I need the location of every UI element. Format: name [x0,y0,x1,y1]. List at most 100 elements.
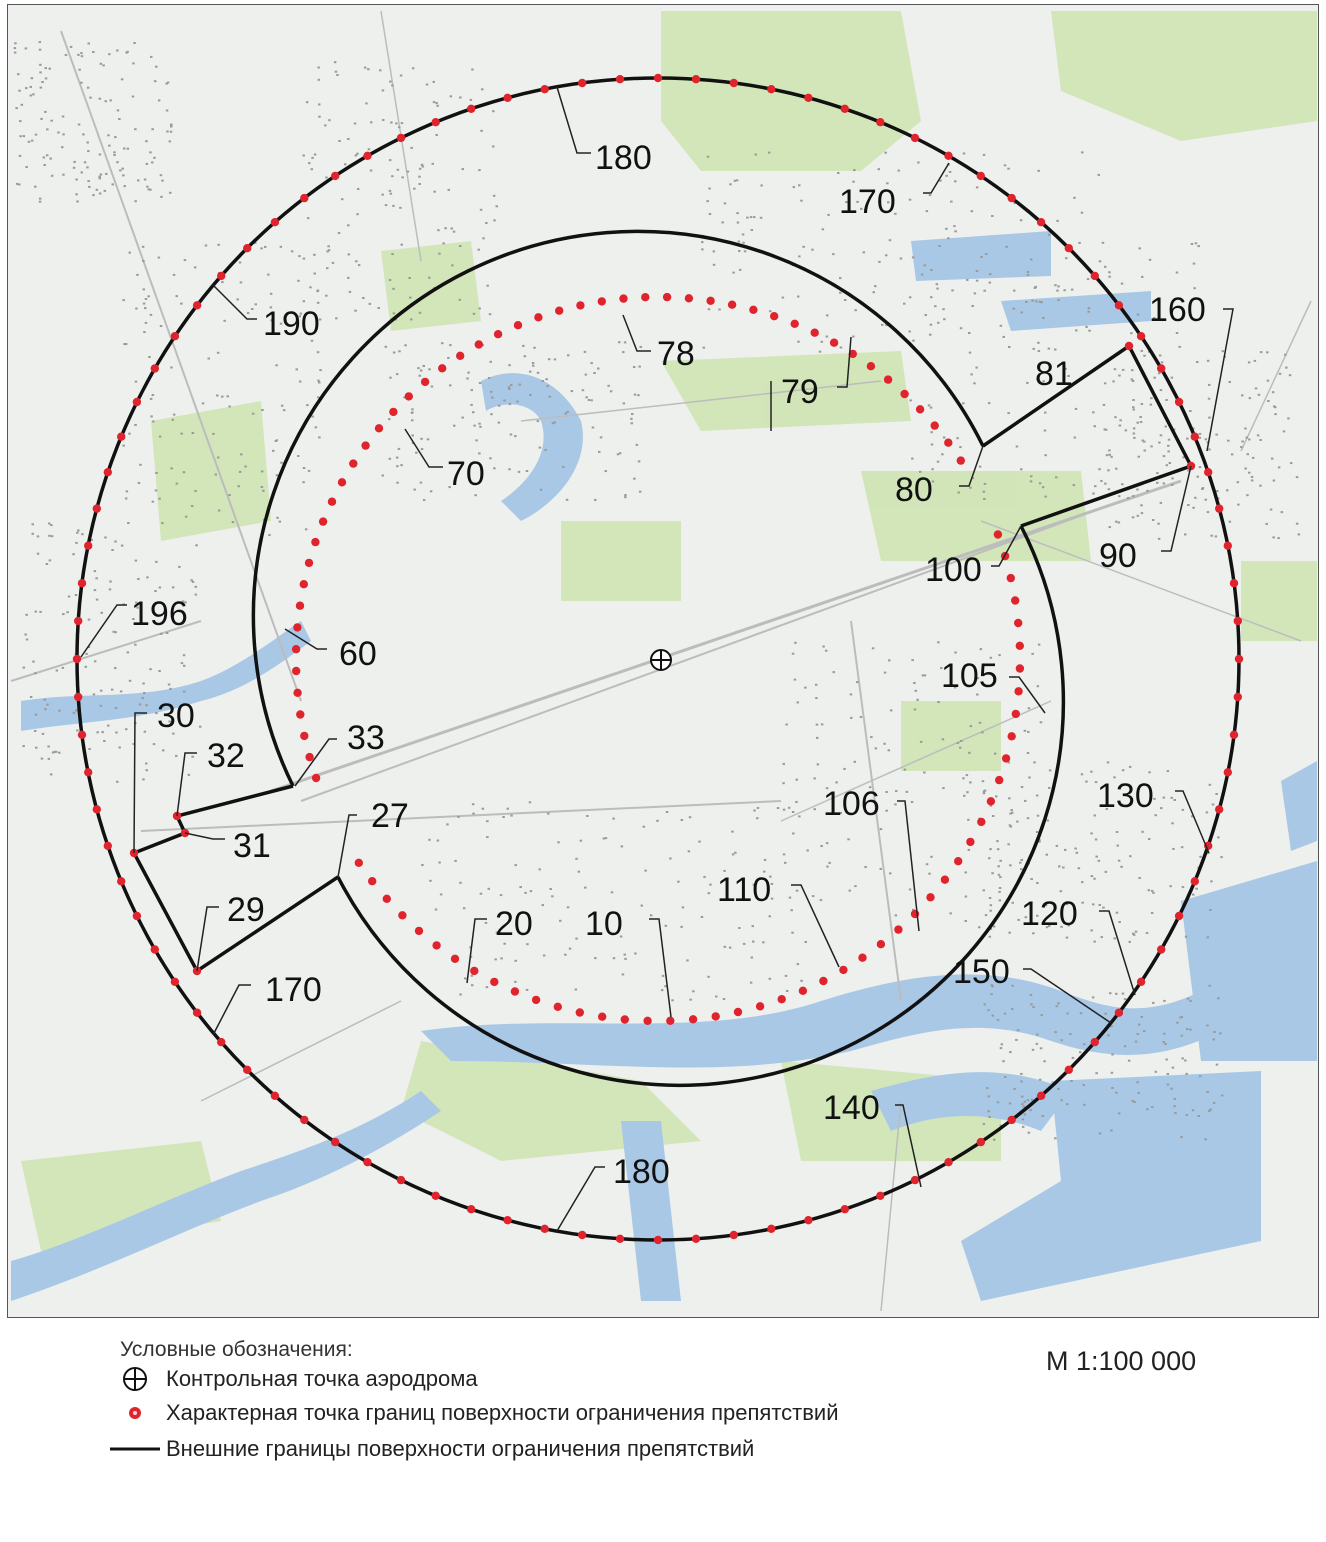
settlement-mark [17,73,20,76]
settlement-mark [956,741,960,744]
settlement-mark [997,865,1000,868]
settlement-mark [485,222,488,224]
settlement-mark [1295,522,1299,525]
settlement-mark [1211,803,1215,806]
settlement-mark [447,356,450,359]
characteristic-point [503,93,512,103]
settlement-mark [1032,932,1035,935]
settlement-mark [116,780,119,783]
characteristic-point [1157,945,1166,954]
settlement-mark [1108,453,1111,456]
settlement-mark [768,915,771,918]
settlement-mark [1182,456,1185,459]
settlement-mark [1079,1012,1083,1015]
settlement-mark [811,248,814,251]
settlement-mark [1189,1028,1192,1031]
settlement-mark [1164,1043,1167,1045]
characteristic-point [553,1002,562,1011]
settlement-mark [991,872,994,875]
settlement-mark [221,281,224,284]
characteristic-point [615,1234,625,1244]
settlement-mark [1165,1058,1168,1061]
settlement-mark [919,740,923,743]
map-canvas: 180 170 190 160 78 79 81 70 80 90 100 19… [8,5,1318,1317]
settlement-mark [923,771,926,774]
settlement-mark [119,169,122,172]
settlement-mark [165,82,168,85]
characteristic-point [74,692,83,702]
settlement-mark [170,366,173,369]
characteristic-point [1090,271,1100,281]
characteristic-point [368,877,377,886]
settlement-mark [180,302,183,305]
characteristic-point [977,817,986,827]
settlement-mark [1186,1028,1189,1030]
settlement-mark [911,659,914,662]
settlement-mark [586,815,589,817]
settlement-mark [1105,808,1109,810]
settlement-mark [1120,783,1124,786]
characteristic-point [192,301,202,310]
settlement-mark [58,709,61,712]
settlement-mark [1241,440,1244,443]
characteristic-point [840,1205,849,1214]
settlement-mark [175,482,179,485]
settlement-mark [988,281,992,284]
settlement-mark [962,152,966,155]
settlement-mark [98,192,102,195]
settlement-mark [1158,354,1162,357]
settlement-mark [1140,1016,1143,1018]
settlement-mark [1074,407,1078,410]
settlement-mark [1026,752,1030,754]
settlement-mark [1100,479,1103,482]
characteristic-point [534,313,543,322]
settlement-mark [370,121,373,124]
settlement-mark [1022,1105,1026,1108]
settlement-mark [532,364,535,367]
settlement-mark [388,159,392,162]
settlement-mark [1217,497,1220,500]
settlement-mark [31,532,34,535]
settlement-mark [61,666,65,669]
settlement-mark [1029,1109,1032,1112]
settlement-mark [422,499,426,502]
settlement-mark [1212,1038,1215,1041]
settlement-mark [396,465,399,468]
settlement-mark [1035,1042,1039,1045]
settlement-mark [1026,381,1029,384]
settlement-mark [415,451,418,454]
settlement-mark [1057,299,1060,302]
settlement-mark [1186,437,1189,440]
settlement-mark [485,986,489,989]
settlement-mark [1055,1005,1058,1008]
settlement-mark [978,926,981,929]
settlement-mark [741,233,745,236]
legend-item-boundary-line: Внешние границы поверхности ограничения … [110,1434,754,1464]
settlement-mark [25,613,28,616]
settlement-mark [1095,1072,1098,1075]
settlement-mark [216,394,219,397]
settlement-mark [275,364,278,367]
settlement-mark [488,377,491,379]
settlement-mark [839,291,842,294]
settlement-mark [567,354,570,357]
settlement-mark [108,53,111,56]
settlement-mark [1045,853,1048,856]
settlement-mark [954,230,957,233]
settlement-mark [492,110,495,113]
settlement-mark [347,224,350,227]
settlement-mark [313,153,317,156]
settlement-mark [1167,444,1170,447]
settlement-mark [487,887,490,890]
settlement-mark [712,263,716,266]
settlement-mark [135,307,138,310]
settlement-mark [47,745,50,748]
settlement-mark [1117,859,1121,862]
settlement-mark [884,151,887,154]
settlement-mark [934,305,937,308]
settlement-mark [87,180,90,183]
settlement-mark [182,690,186,693]
settlement-mark [524,891,527,894]
settlement-mark [480,129,483,132]
settlement-mark [109,99,112,102]
